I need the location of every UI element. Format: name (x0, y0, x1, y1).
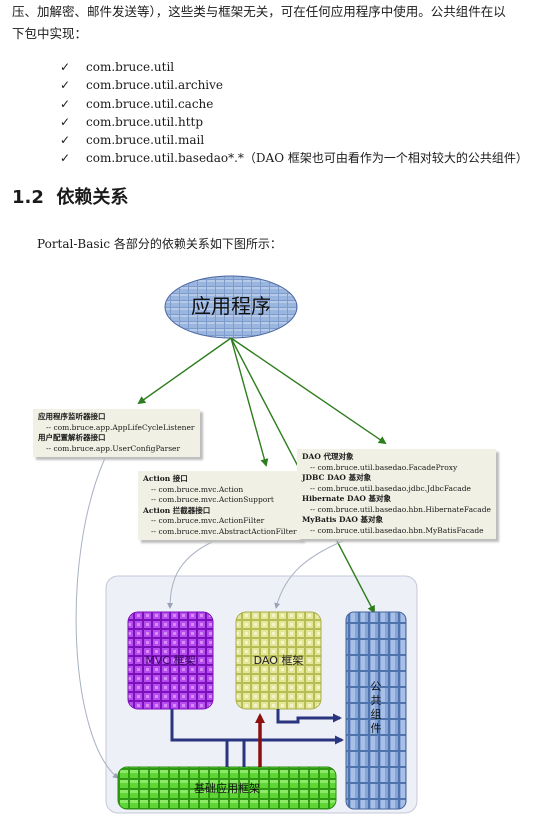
common-box (345, 611, 407, 810)
check-icon: ✓ (60, 78, 71, 93)
list-item: ✓com.bruce.util.mail (60, 133, 205, 148)
arrow-app-listener (137, 337, 232, 405)
list-item: ✓com.bruce.util.cache (60, 96, 214, 111)
package-list: ✓com.bruce.util ✓com.bruce.util.archive … (60, 58, 528, 168)
paragraph-line-2: 下包中实现： (12, 26, 88, 41)
note-app-interfaces: 应用程序监听器接口 -- com.bruce.app.AppLifeCycleL… (33, 409, 200, 457)
arrow-app-dao (230, 337, 387, 445)
list-item: ✓com.bruce.util.archive (60, 78, 224, 93)
connector-mvc (167, 541, 213, 609)
note-dao-objects: DAO 代理对象 -- com.bruce.util.basedao.Facad… (297, 449, 496, 539)
arrow-mvc-common (170, 709, 344, 745)
check-icon: ✓ (60, 133, 71, 148)
list-item: ✓com.bruce.util.http (60, 114, 204, 129)
check-icon: ✓ (60, 96, 71, 111)
check-icon: ✓ (60, 114, 71, 129)
paragraph-line-1: 压、加解密、邮件发送等），这些类与框架无关，可在任何应用程序中使用。公共组件在以 (12, 4, 506, 19)
diagram-intro: Portal-Basic 各部分的依赖关系如下图所示： (37, 237, 282, 251)
section-title: 依赖关系 (56, 187, 129, 208)
section-number: 1.2 (12, 187, 44, 208)
common-box-label: 公 共 组 件 (370, 680, 382, 735)
base-box-label: 基础应用框架 (194, 782, 260, 795)
app-node-label: 应用程序 (191, 294, 271, 318)
arrow-app-mvc (230, 337, 269, 467)
connector-dao (274, 539, 346, 609)
list-item: ✓com.bruce.util.basedao*.*（DAO 框架也可由看作为一… (60, 151, 528, 166)
section-heading: 1.2 依赖关系 (12, 186, 128, 210)
dao-box-label: DAO 框架 (253, 654, 304, 667)
list-item: ✓com.bruce.util (60, 60, 175, 74)
arrow-dao-common (276, 709, 342, 724)
mvc-box-label: MVC 框架 (145, 654, 196, 667)
check-icon: ✓ (60, 60, 71, 74)
check-icon: ✓ (60, 151, 71, 166)
note-mvc-interfaces: Action 接口 -- com.bruce.mvc.Action -- com… (138, 471, 302, 540)
connector-listener-base (75, 457, 119, 779)
